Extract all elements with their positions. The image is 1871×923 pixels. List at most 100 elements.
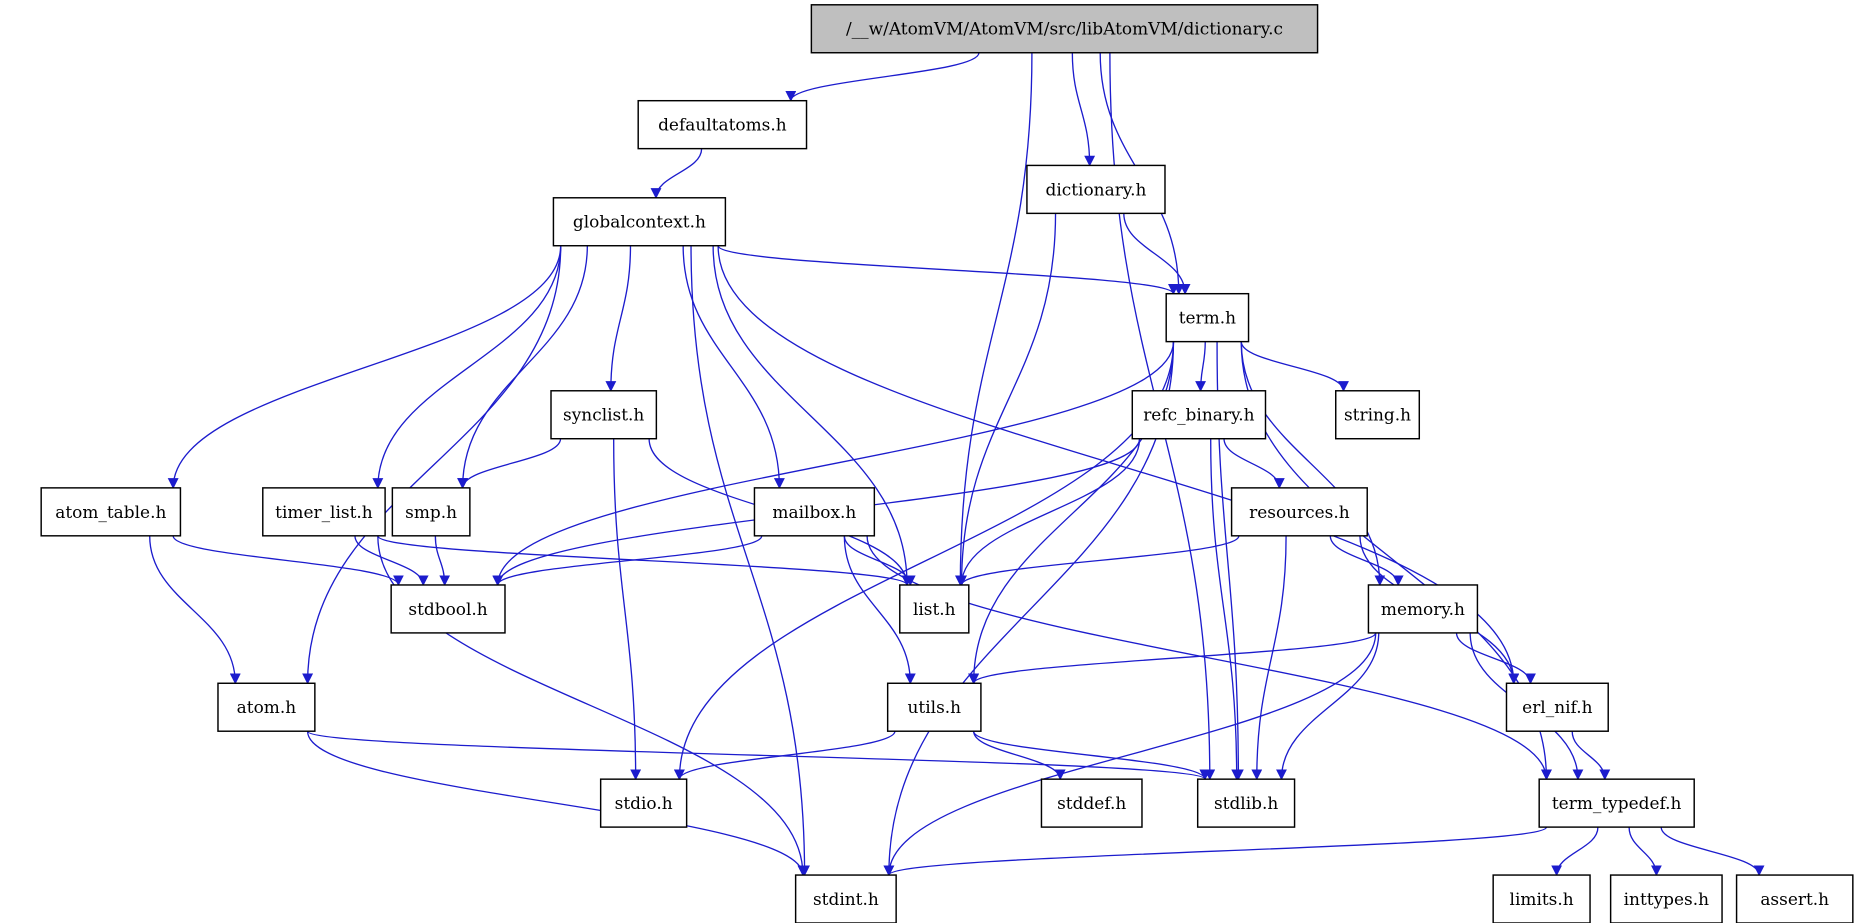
edge-utils-to-stdlib bbox=[972, 730, 1211, 781]
node-label: utils.h bbox=[908, 697, 962, 717]
edge-utils-to-stddef bbox=[972, 731, 1066, 781]
edge-refc_binary-to-list bbox=[956, 438, 1141, 587]
node-box bbox=[1609, 874, 1723, 923]
edge-term-to-stdbool bbox=[492, 341, 1175, 587]
node-box bbox=[1026, 164, 1166, 215]
node-box bbox=[1505, 682, 1609, 732]
node-label: timer_list.h bbox=[275, 502, 373, 522]
edge-root-to-list bbox=[954, 52, 1033, 587]
node-box bbox=[262, 487, 386, 537]
edge-synclist-to-smp bbox=[457, 438, 562, 489]
node-label: string.h bbox=[1344, 405, 1411, 425]
edge-globalcontext-to-stdint bbox=[690, 245, 811, 877]
edge-globalcontext-to-smp bbox=[457, 245, 589, 489]
node-box bbox=[899, 584, 970, 634]
node-box bbox=[1735, 874, 1854, 923]
edge-atom_table-to-stdbool bbox=[172, 535, 404, 587]
node-label: list.h bbox=[913, 599, 956, 619]
edge-memory-to-stdlib bbox=[1276, 632, 1380, 781]
node-box bbox=[217, 682, 316, 732]
node-dictionary-h[interactable]: dictionary.h bbox=[1026, 164, 1166, 215]
node-label: /__w/AtomVM/AtomVM/src/libAtomVM/diction… bbox=[846, 19, 1283, 39]
edge-term-to-memory bbox=[1240, 341, 1386, 587]
edge-globalcontext-to-term bbox=[717, 245, 1179, 295]
node-term[interactable]: term.h bbox=[1165, 292, 1250, 343]
node-refc-binary[interactable]: refc_binary.h bbox=[1131, 390, 1267, 440]
edge-mailbox-to-list bbox=[843, 535, 916, 587]
edge-smp-to-stdbool bbox=[434, 535, 451, 587]
node-erl-nif[interactable]: erl_nif.h bbox=[1505, 682, 1609, 732]
edge-atom_table-to-atom bbox=[149, 535, 241, 685]
node-utils[interactable]: utils.h bbox=[886, 682, 982, 732]
node-root[interactable]: /__w/AtomVM/AtomVM/src/libAtomVM/diction… bbox=[810, 4, 1319, 54]
node-box bbox=[1040, 778, 1143, 828]
node-label: refc_binary.h bbox=[1143, 405, 1255, 425]
node-label: term.h bbox=[1179, 308, 1236, 328]
node-box bbox=[794, 874, 897, 923]
node-label: term_typedef.h bbox=[1552, 793, 1682, 813]
node-timer-list[interactable]: timer_list.h bbox=[262, 487, 386, 537]
node-label: mailbox.h bbox=[772, 502, 856, 522]
node-label: resources.h bbox=[1249, 502, 1350, 522]
node-label: limits.h bbox=[1510, 889, 1574, 909]
node-stdint[interactable]: stdint.h bbox=[794, 874, 897, 923]
node-mailbox[interactable]: mailbox.h bbox=[753, 487, 876, 537]
edge-term_typedef-to-stdint bbox=[883, 826, 1548, 877]
nodes: /__w/AtomVM/AtomVM/src/libAtomVM/diction… bbox=[40, 4, 1854, 923]
node-stdlib[interactable]: stdlib.h bbox=[1196, 778, 1296, 828]
edge-atom-to-stdlib bbox=[306, 730, 1210, 781]
node-label: stddef.h bbox=[1057, 793, 1126, 813]
edge-memory-to-stdint bbox=[883, 632, 1377, 877]
edge-erl_nif-to-term_typedef bbox=[1571, 731, 1611, 781]
node-box bbox=[1538, 778, 1695, 828]
node-globalcontext[interactable]: globalcontext.h bbox=[552, 197, 727, 247]
node-box bbox=[1335, 390, 1421, 440]
edge-defaultatoms-to-globalcontext bbox=[650, 148, 703, 199]
edge-memory-to-erl_nif bbox=[1455, 632, 1536, 685]
node-label: stdlib.h bbox=[1214, 793, 1278, 813]
node-inttypes[interactable]: inttypes.h bbox=[1609, 874, 1723, 923]
edge-globalcontext-to-atom bbox=[302, 245, 562, 685]
node-limits[interactable]: limits.h bbox=[1492, 874, 1591, 923]
edge-timer_list-to-list bbox=[377, 535, 913, 587]
node-atom-table[interactable]: atom_table.h bbox=[40, 487, 182, 537]
node-box bbox=[391, 487, 471, 537]
node-atom[interactable]: atom.h bbox=[217, 682, 316, 732]
node-label: erl_nif.h bbox=[1522, 697, 1592, 717]
node-list[interactable]: list.h bbox=[899, 584, 970, 634]
edge-globalcontext-to-atom_table bbox=[167, 245, 562, 489]
edge-refc_binary-to-resources bbox=[1223, 438, 1285, 489]
node-box bbox=[1165, 292, 1250, 343]
node-label: stdbool.h bbox=[408, 599, 487, 619]
node-stddef[interactable]: stddef.h bbox=[1040, 778, 1143, 828]
node-memory[interactable]: memory.h bbox=[1367, 584, 1479, 634]
edge-utils-to-stdio bbox=[674, 730, 896, 781]
edge-term-to-refc_binary bbox=[1195, 341, 1207, 392]
node-label: inttypes.h bbox=[1624, 889, 1710, 909]
node-label: atom_table.h bbox=[55, 502, 166, 522]
node-assert[interactable]: assert.h bbox=[1735, 874, 1854, 923]
node-synclist[interactable]: synclist.h bbox=[550, 390, 658, 440]
edge-term_typedef-to-inttypes bbox=[1628, 827, 1662, 877]
edge-mailbox-to-stdbool bbox=[492, 535, 763, 587]
node-defaultatoms[interactable]: defaultatoms.h bbox=[637, 99, 808, 150]
edge-resources-to-memory bbox=[1329, 535, 1404, 587]
node-resources[interactable]: resources.h bbox=[1230, 487, 1368, 537]
edge-dictionary_h-to-list bbox=[956, 213, 1057, 587]
node-stdbool[interactable]: stdbool.h bbox=[390, 584, 506, 634]
edge-dictionary_h-to-term bbox=[1123, 213, 1191, 295]
edge-term-to-string bbox=[1240, 341, 1349, 392]
edges bbox=[149, 52, 1765, 877]
edge-resources-to-list bbox=[956, 535, 1240, 587]
edge-term_typedef-to-limits bbox=[1551, 827, 1599, 877]
node-box bbox=[1230, 487, 1368, 537]
node-stdio[interactable]: stdio.h bbox=[599, 778, 688, 828]
edge-globalcontext-to-list bbox=[712, 245, 913, 587]
edge-root-to-dictionary_h bbox=[1071, 52, 1096, 167]
node-string[interactable]: string.h bbox=[1335, 390, 1421, 440]
node-box bbox=[550, 390, 658, 440]
node-term-typedef[interactable]: term_typedef.h bbox=[1538, 778, 1695, 828]
node-smp[interactable]: smp.h bbox=[391, 487, 471, 537]
node-label: atom.h bbox=[237, 697, 297, 717]
